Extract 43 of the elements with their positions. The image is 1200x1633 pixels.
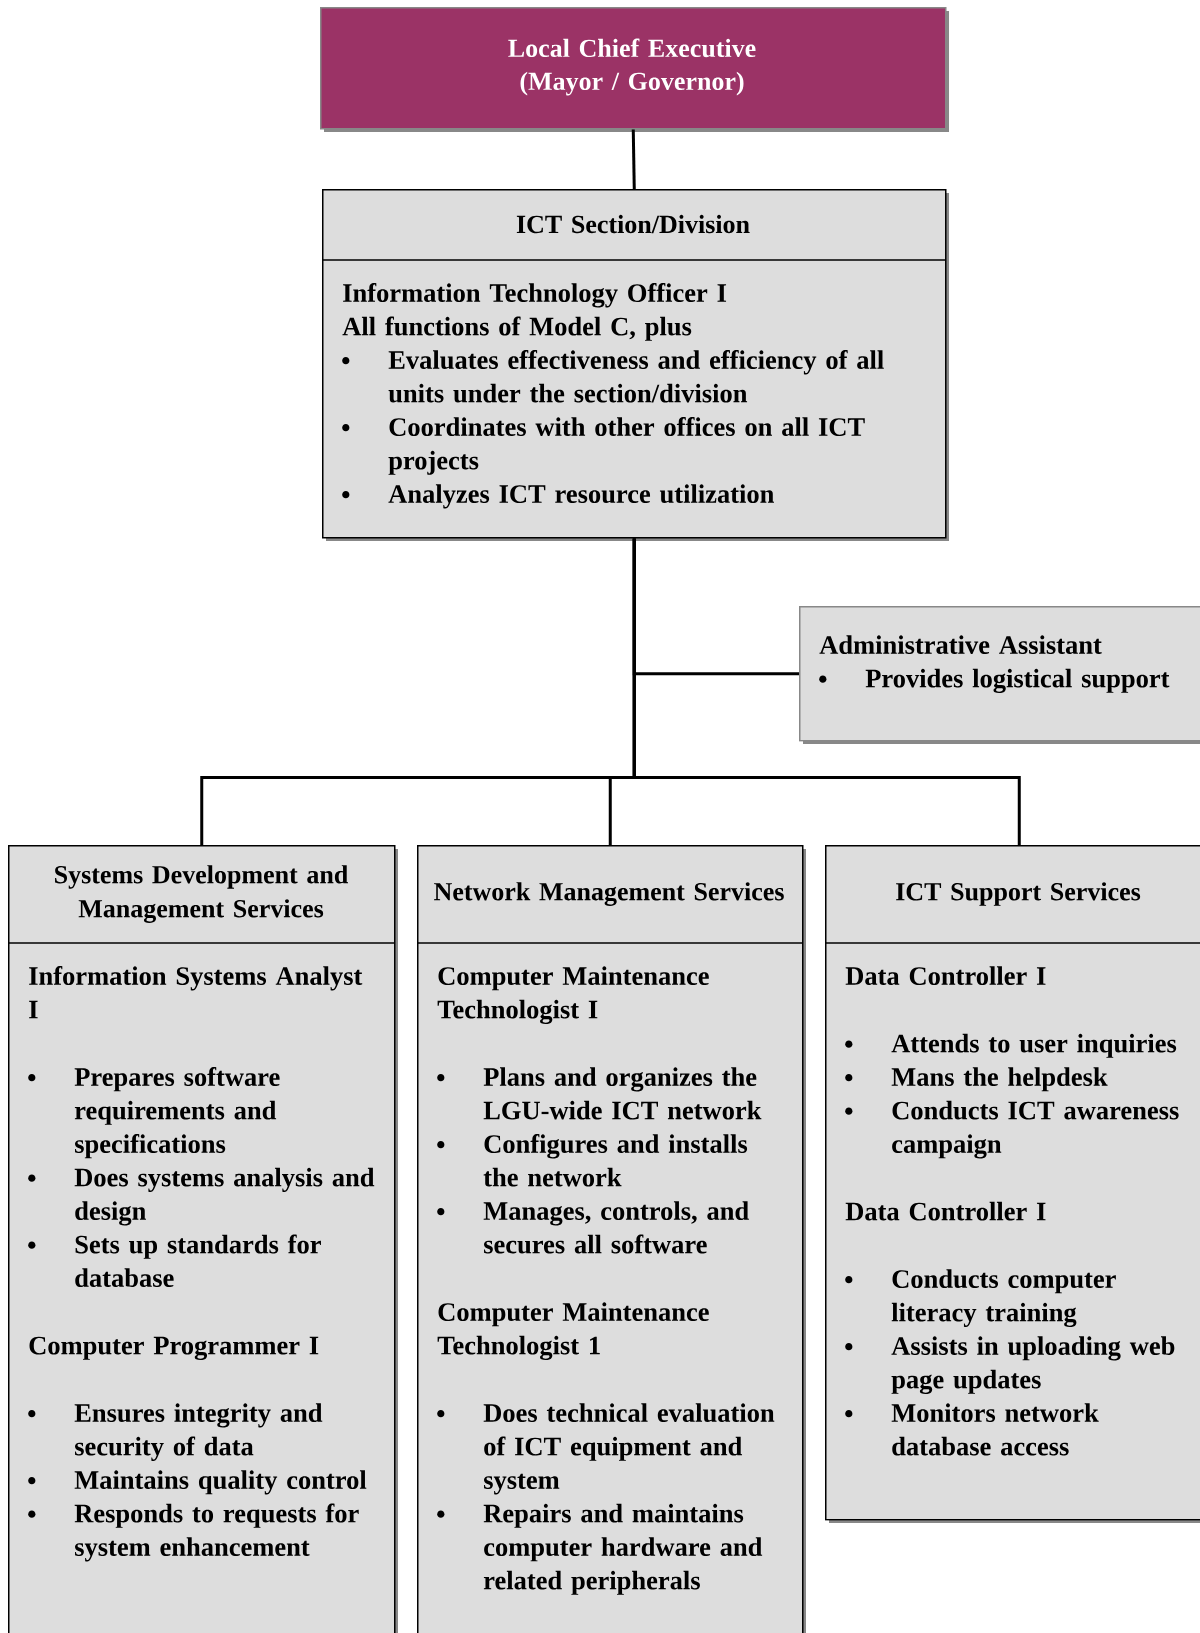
box-heading: Network Management Services: [434, 882, 784, 906]
org-box: [824, 845, 1200, 1523]
bullet-item: Assists in uploading web page updates: [845, 1336, 1175, 1395]
box-heading: ICT Support Services: [896, 882, 1141, 906]
bullet-item: Provides logistical support: [819, 668, 1170, 694]
role-title: Computer Programmer I: [29, 1336, 319, 1361]
bullet-item: Does systems analysis and design: [28, 1167, 375, 1226]
connector-line: [631, 129, 636, 190]
bullet-item: Conducts ICT awareness campaign: [845, 1100, 1179, 1159]
bullet-item: Sets up standards for database: [28, 1234, 321, 1287]
role-title: Computer Maintenance Technologist I: [437, 966, 709, 1025]
bullet-item: Repairs and maintains computer hardware and related peripherals: [437, 1503, 763, 1595]
connector-line: [632, 538, 1021, 845]
org-box: [320, 7, 949, 132]
bullet-item: Mans the helpdesk: [845, 1067, 1108, 1092]
box-heading: ICT Section/Division: [516, 214, 750, 234]
bullet-item: Plans and organizes the LGU-wide ICT network: [437, 1067, 762, 1120]
bullet-item: Coordinates with other offices on all ICT projects: [342, 417, 865, 475]
bullet-item: Maintains quality control: [28, 1470, 367, 1495]
box-heading: Systems Development and Management Services: [55, 865, 348, 923]
bullet-item: Does technical evaluation of ICT equipment and system: [437, 1403, 775, 1495]
role-title: Data Controller I: [845, 1201, 1046, 1221]
bullet-item: Evaluates effectiveness and efficiency of all units under the section/division: [342, 350, 884, 403]
role-title: Data Controller I: [845, 966, 1046, 985]
heading: Local Chief Executive (Mayor / Governor): [508, 38, 756, 96]
bullet-item: Manages, controls, and secures all software: [437, 1201, 749, 1254]
org-box: [7, 845, 398, 1633]
role-title: Information Systems Analyst I: [29, 966, 363, 1019]
role-title: Information Technology Officer I: [343, 283, 727, 308]
role-title: Administrative Assistant: [819, 635, 1102, 654]
org-box: [416, 845, 806, 1633]
description: All functions of Model C, plus: [342, 316, 692, 341]
bullet-item: Configures and installs the network: [437, 1134, 748, 1187]
bullet-item: Prepares software requirements and specifications: [28, 1067, 280, 1159]
org-box: [321, 189, 949, 541]
bullet-item: Attends to user inquiries: [845, 1033, 1177, 1058]
bullet-item: Responds to requests for system enhancement: [28, 1503, 359, 1562]
bullet-item: Analyzes ICT resource utilization: [342, 484, 774, 509]
bullet-item: Monitors network database access: [845, 1403, 1099, 1456]
role-title: Computer Maintenance Technologist 1: [437, 1302, 709, 1361]
bullet-item: Conducts computer literacy training: [845, 1269, 1116, 1328]
bullet-item: Ensures integrity and security of data: [28, 1403, 323, 1461]
org-box: [799, 606, 1200, 744]
